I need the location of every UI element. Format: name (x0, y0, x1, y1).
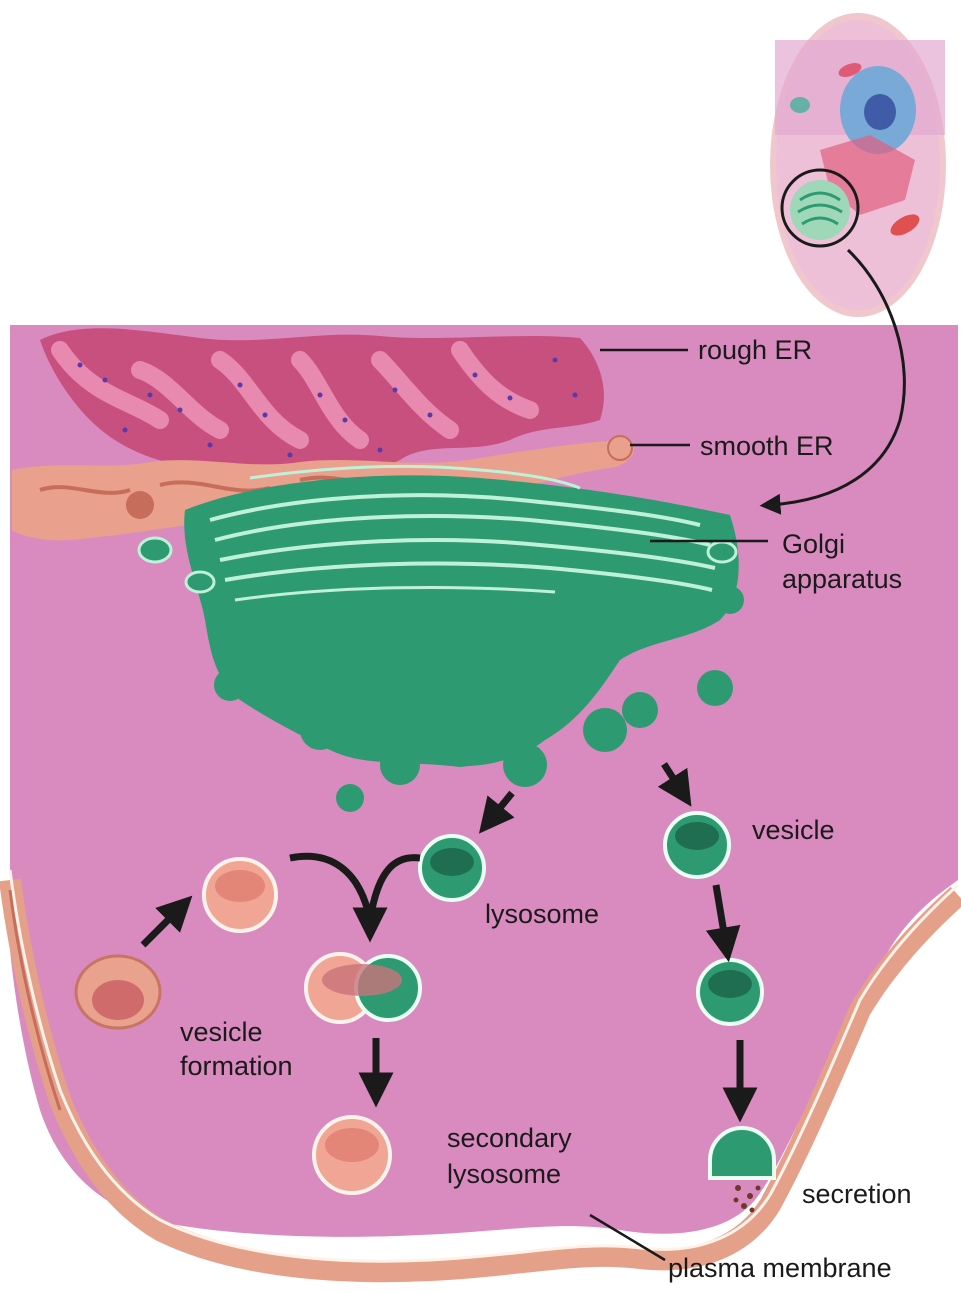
label-plasma-membrane: plasma membrane (668, 1252, 892, 1284)
label-secretion: secretion (802, 1178, 912, 1210)
secretory-vesicle-2 (698, 960, 762, 1024)
endocytic-vesicle (204, 859, 276, 931)
fusing-vesicles (306, 954, 420, 1022)
label-golgi-line1: Golgi (782, 528, 845, 560)
label-secondary-lysosome-line2: lysosome (447, 1158, 561, 1190)
label-vesicle-formation-line1: vesicle (180, 1016, 263, 1048)
lysosome-vesicle (420, 836, 484, 900)
label-vesicle: vesicle (752, 814, 835, 846)
secretory-vesicle-1 (665, 813, 729, 877)
label-secondary-lysosome-line1: secondary (447, 1122, 572, 1154)
label-rough-er: rough ER (698, 334, 812, 366)
label-lysosome: lysosome (485, 898, 599, 930)
label-smooth-er: smooth ER (700, 430, 834, 462)
secondary-lysosome-vesicle (314, 1117, 390, 1193)
cell-inset (770, 13, 946, 317)
label-vesicle-formation-line2: formation (180, 1050, 293, 1082)
label-golgi-line2: apparatus (782, 563, 902, 595)
